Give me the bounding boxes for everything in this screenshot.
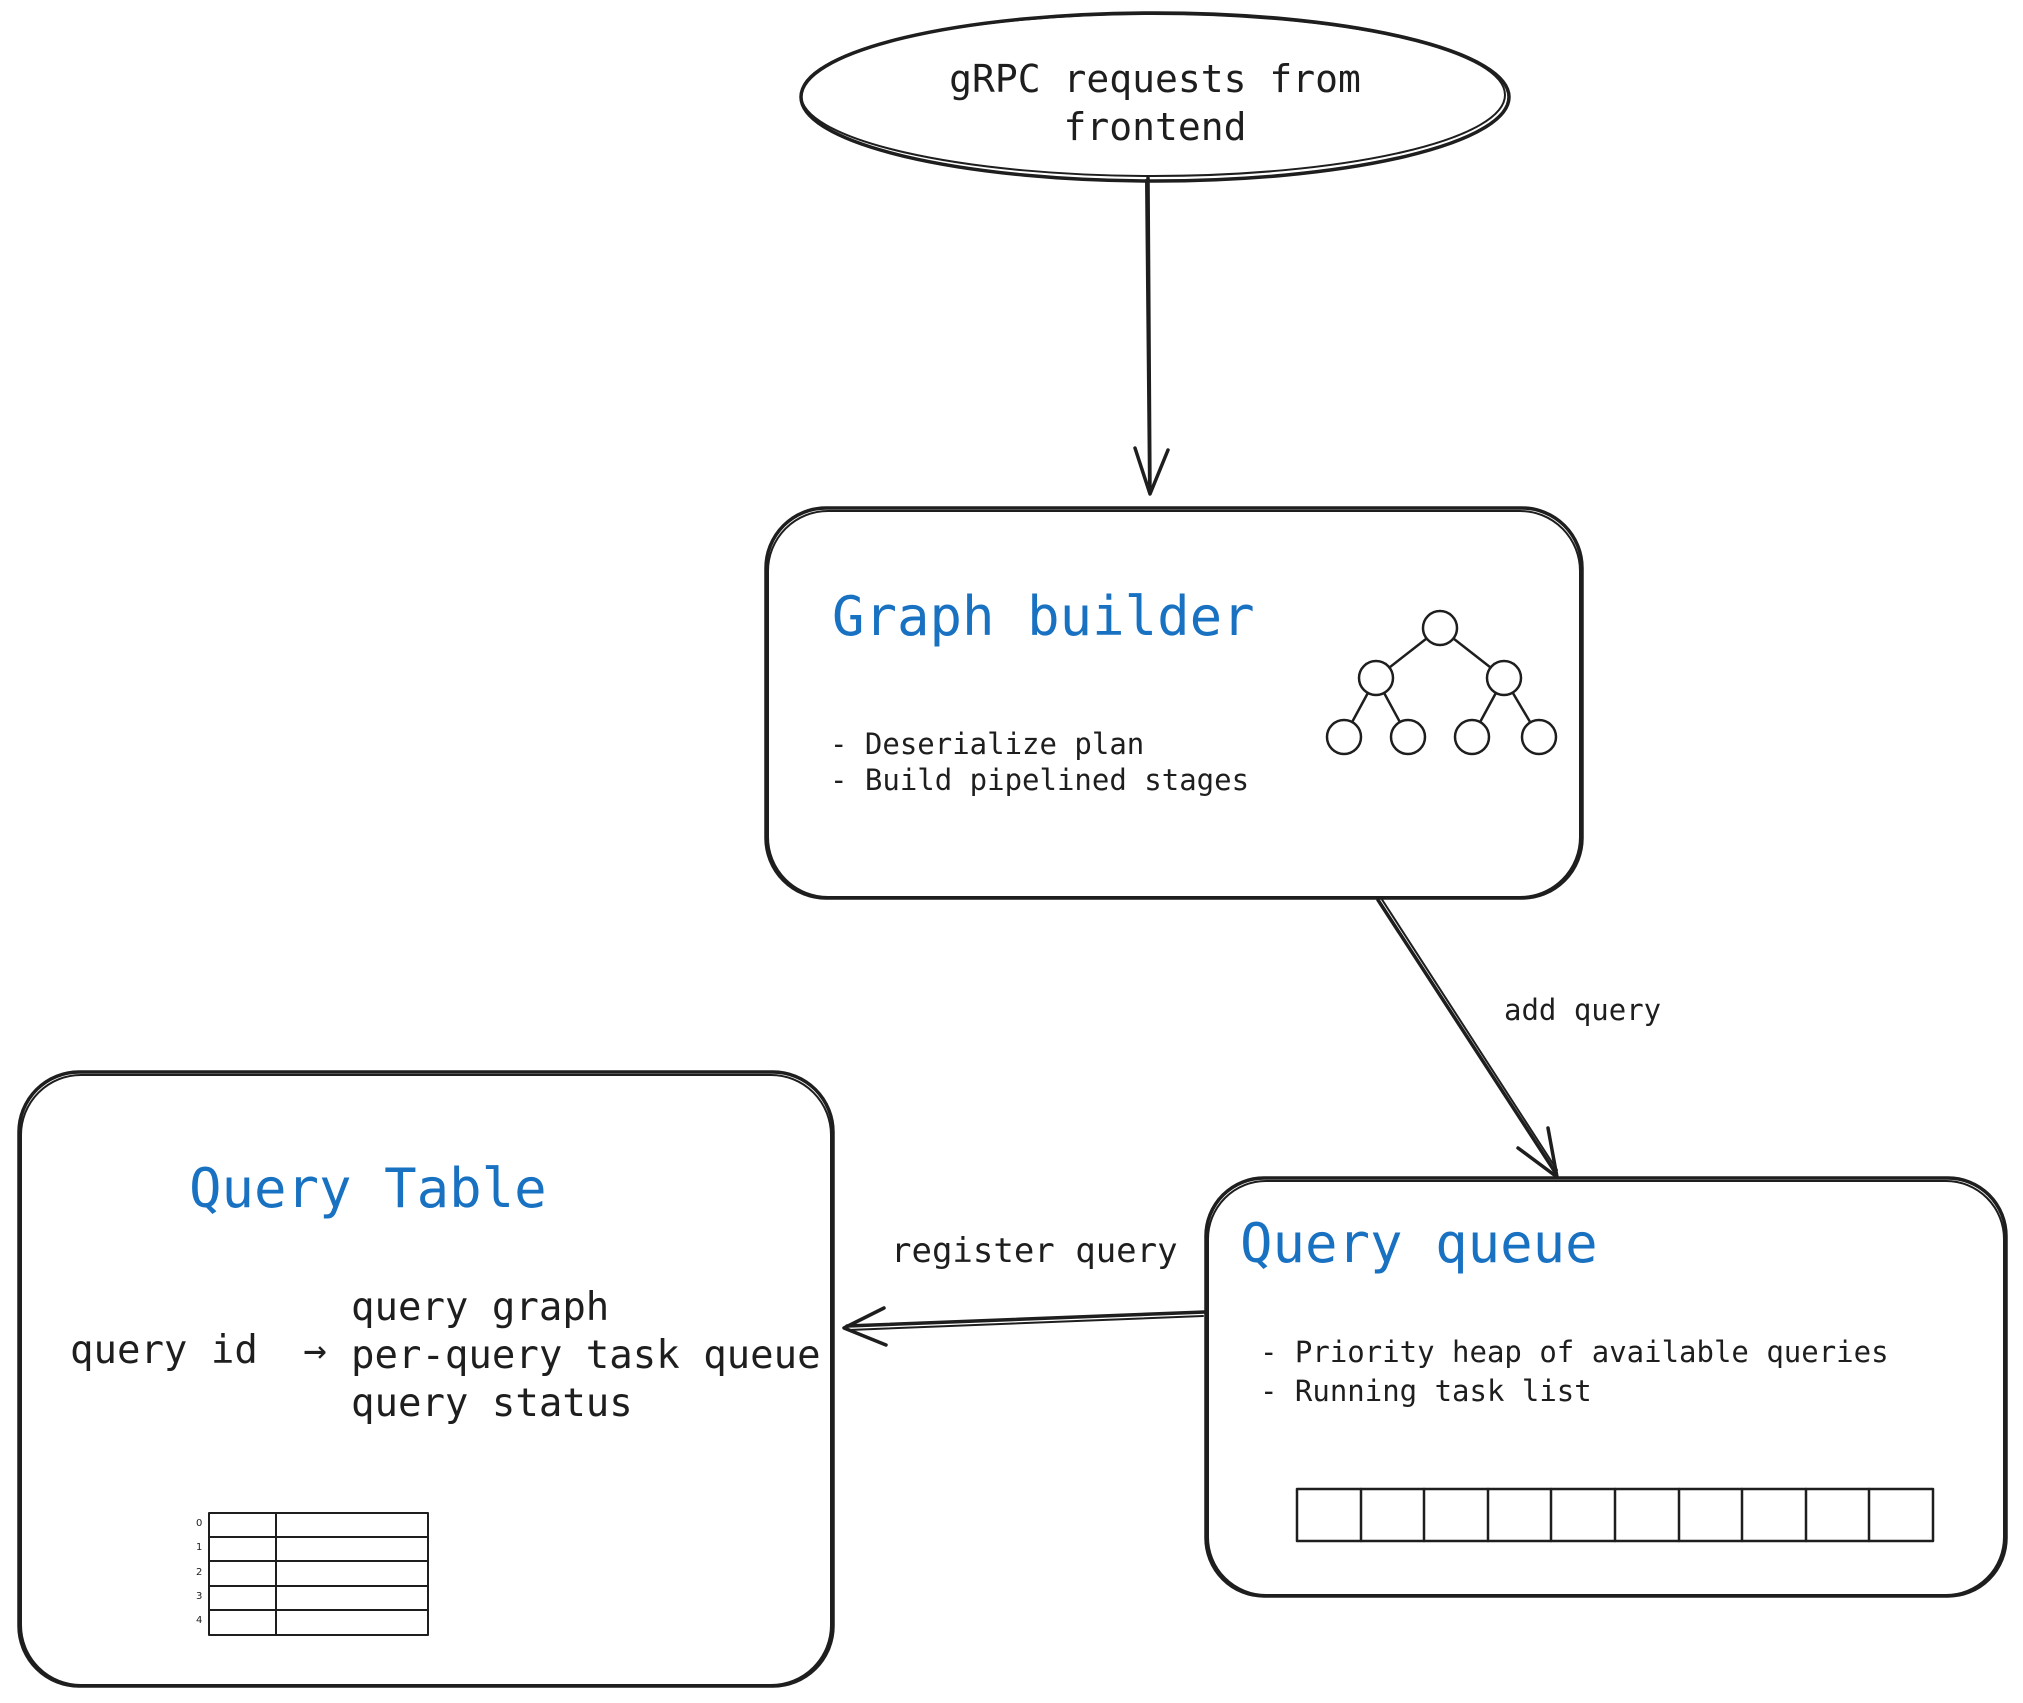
query-table-values: query graph per-query task queue query s… — [351, 1284, 821, 1428]
arrow-request-to-graph-builder — [1133, 176, 1170, 496]
graph-builder-bullets: - Deserialize plan - Build pipelined sta… — [830, 726, 1249, 798]
query-id-label: query id — [70, 1328, 258, 1373]
query-table-box[interactable] — [17, 1070, 835, 1688]
table-index: 0 — [196, 1518, 203, 1529]
edge-label-add-query: add query — [1504, 993, 1662, 1027]
query-queue-box[interactable] — [1204, 1176, 2008, 1598]
arrow-add-query — [1376, 897, 1559, 1179]
query-table-title: Query Table — [189, 1157, 547, 1220]
table-index: 3 — [196, 1591, 203, 1602]
query-table-value: query status — [351, 1381, 633, 1426]
request-ellipse[interactable] — [799, 11, 1511, 183]
edge-label-register-query: register query — [891, 1231, 1178, 1271]
graph-builder-box[interactable] — [764, 506, 1584, 900]
query-table-value: query graph — [351, 1285, 610, 1330]
table-icon — [208, 1512, 429, 1636]
binary-tree-icon — [1325, 609, 1558, 756]
table-index: 2 — [196, 1567, 203, 1578]
mapping-arrow: → — [303, 1328, 327, 1373]
table-index: 4 — [196, 1615, 203, 1626]
queue-array-icon — [1295, 1487, 1935, 1543]
query-queue-bullet: - Priority heap of available queries — [1260, 1335, 1889, 1369]
request-node-label: gRPC requests from frontend — [905, 55, 1405, 151]
query-queue-bullets: - Priority heap of available queries - R… — [1260, 1333, 1889, 1411]
query-queue-title: Query queue — [1240, 1212, 1598, 1275]
table-index: 1 — [196, 1542, 203, 1553]
query-table-value: per-query task queue — [351, 1333, 821, 1378]
query-queue-bullet: - Running task list — [1260, 1374, 1592, 1408]
request-label-line1: gRPC requests from — [949, 57, 1361, 101]
graph-builder-bullet: - Build pipelined stages — [830, 763, 1250, 797]
query-table-key: query id → — [70, 1327, 327, 1375]
graph-builder-title: Graph builder — [832, 585, 1255, 648]
request-label-line2: frontend — [1063, 105, 1247, 149]
graph-builder-bullet: - Deserialize plan — [830, 727, 1145, 761]
arrow-register-query — [842, 1306, 1207, 1347]
